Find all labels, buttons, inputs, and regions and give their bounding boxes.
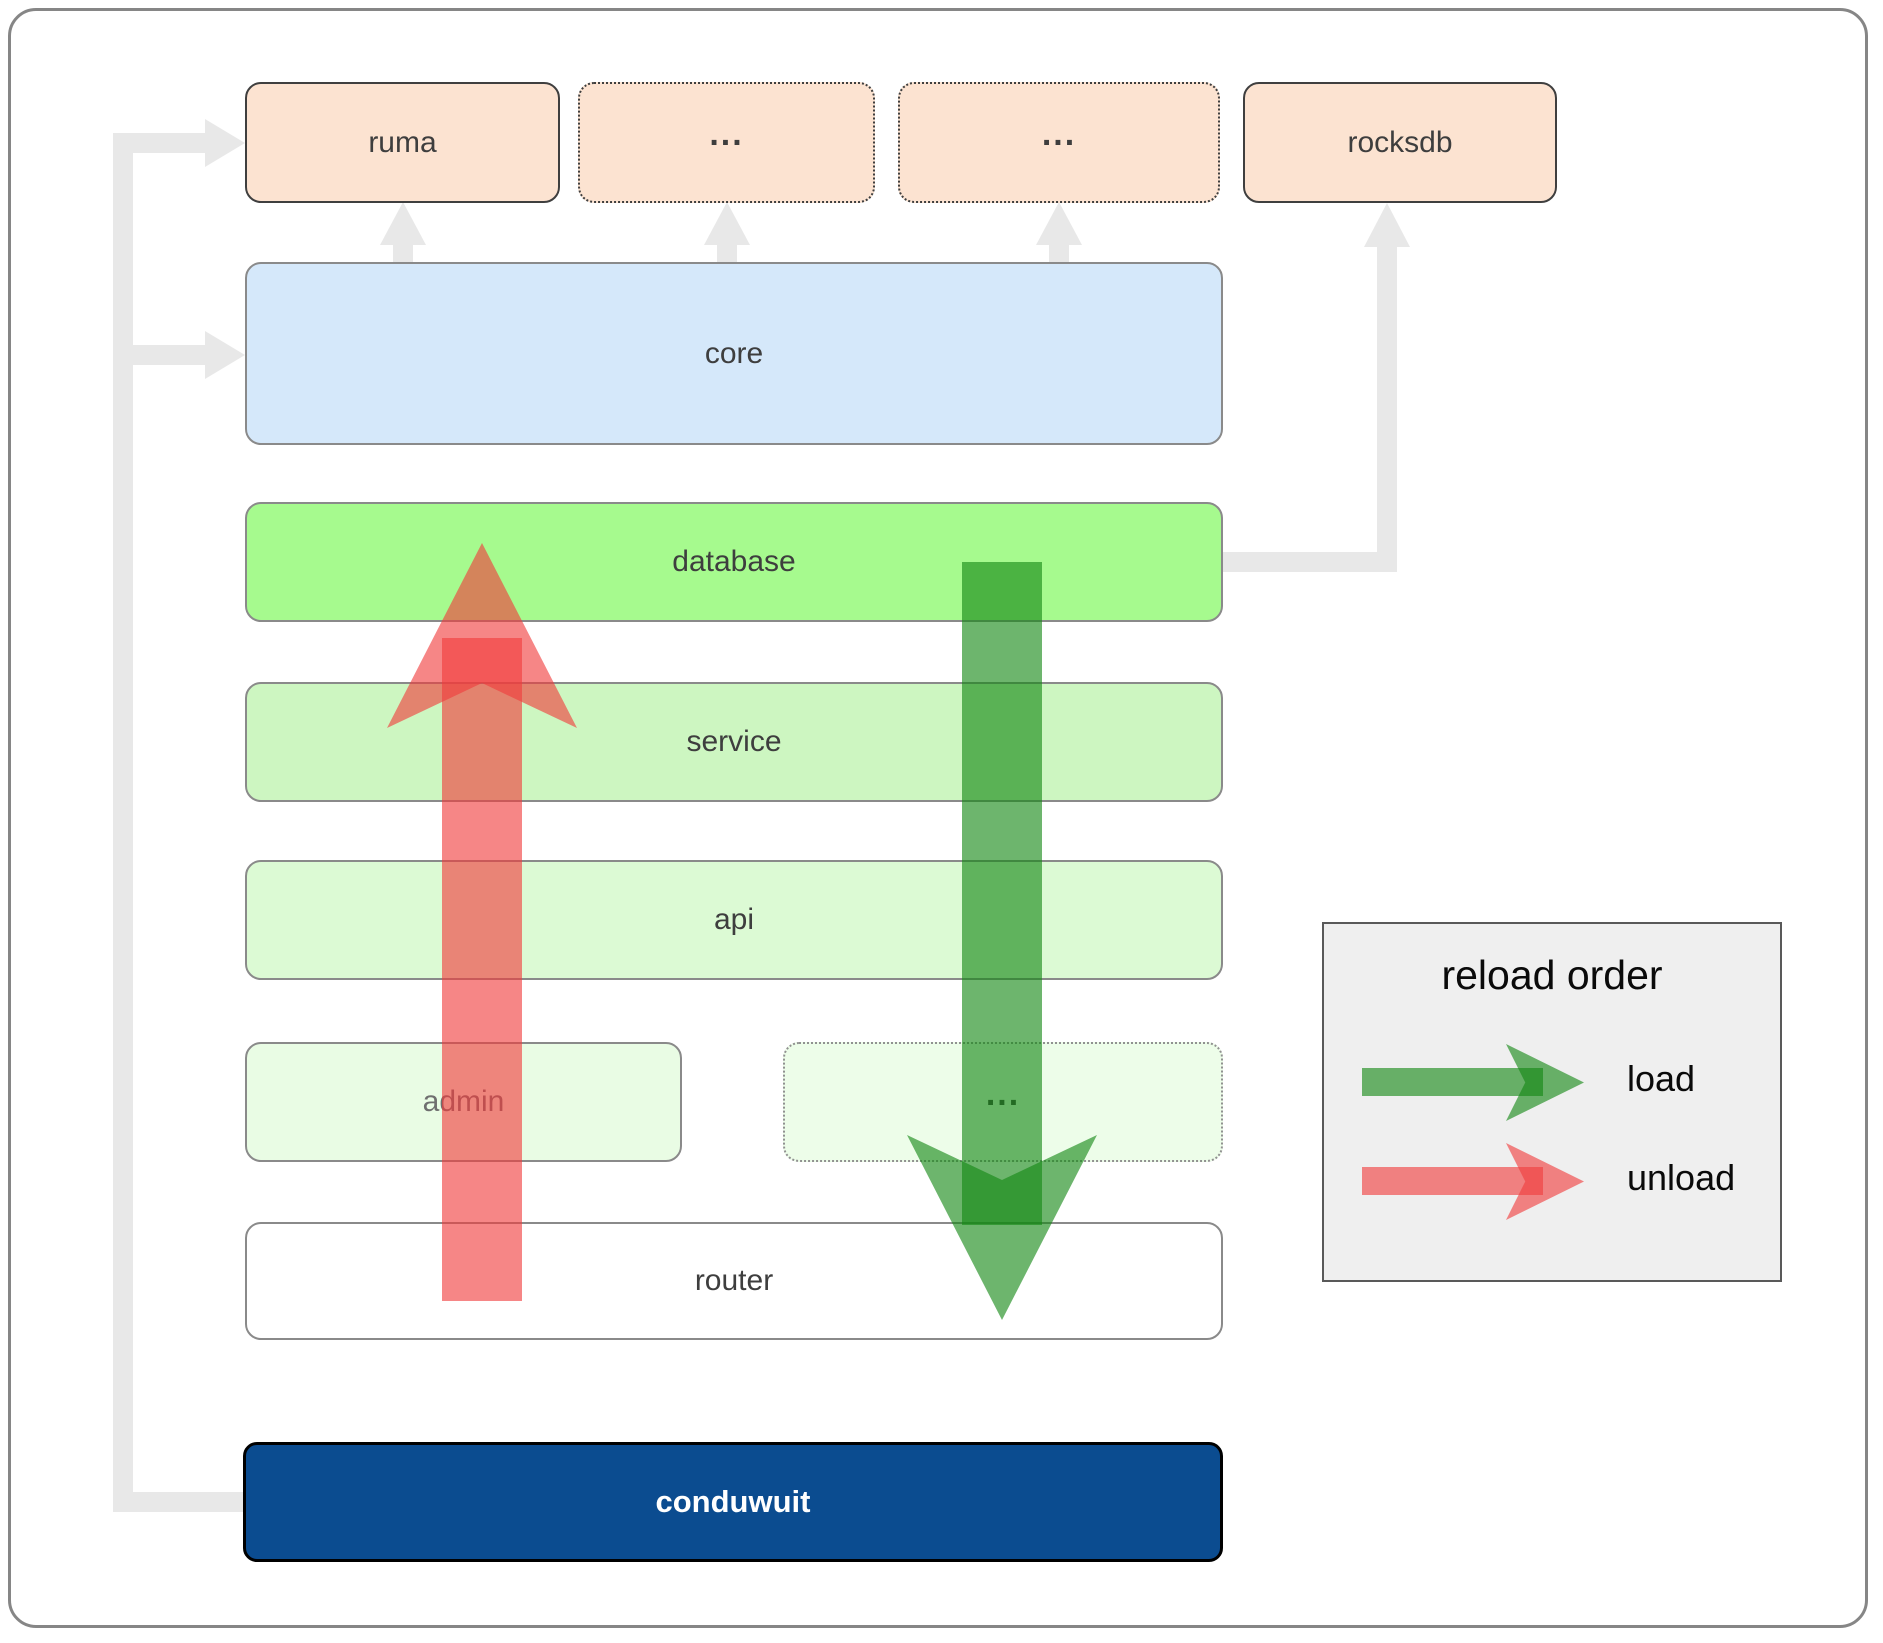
connector-arm-from-conduwuit <box>113 1492 243 1512</box>
window-border <box>8 8 1868 1628</box>
node-label: conduwuit <box>655 1484 811 1519</box>
legend-title: reload order <box>1441 952 1663 998</box>
node-dots-2: ... <box>898 82 1220 203</box>
legend-unload-label: unload <box>1627 1157 1736 1198</box>
node-label: ... <box>1041 115 1077 153</box>
node-label: rocksdb <box>1347 125 1453 159</box>
connector-database-to-rocksdb-horizontal <box>1223 552 1397 572</box>
node-label: ruma <box>368 125 437 159</box>
node-router: router <box>245 1222 1223 1340</box>
node-conduwuit: conduwuit <box>243 1442 1223 1562</box>
load-arrow-shaft <box>962 562 1042 1225</box>
node-ruma: ruma <box>245 82 560 203</box>
connector-core-to-ruma <box>393 244 413 263</box>
node-label: api <box>713 903 755 936</box>
connector-arm-to-core <box>133 345 205 365</box>
legend-load-label: load <box>1627 1058 1696 1099</box>
node-core: core <box>245 262 1223 445</box>
connector-core-to-dots-1 <box>717 244 737 263</box>
node-label: database <box>672 545 796 578</box>
connector-arm-to-ruma <box>113 133 205 153</box>
node-dots-1: ... <box>578 82 875 203</box>
node-label: service <box>686 725 782 758</box>
legend-box: reload order <box>1322 922 1782 1282</box>
connector-trunk-line <box>113 133 133 1512</box>
node-label: core <box>704 336 764 370</box>
node-label: ... <box>709 115 744 153</box>
unload-arrow-shaft <box>442 638 522 1301</box>
node-database: database <box>245 502 1223 622</box>
node-api: api <box>245 860 1223 980</box>
connector-core-to-dots-2 <box>1049 244 1069 263</box>
node-rocksdb: rocksdb <box>1243 82 1557 203</box>
legend-unload-arrow-shaft <box>1362 1167 1543 1195</box>
connector-database-to-rocksdb-vertical <box>1377 245 1397 572</box>
node-label: router <box>694 1264 774 1297</box>
node-service: service <box>245 682 1223 802</box>
legend-load-arrow-shaft <box>1362 1068 1543 1096</box>
